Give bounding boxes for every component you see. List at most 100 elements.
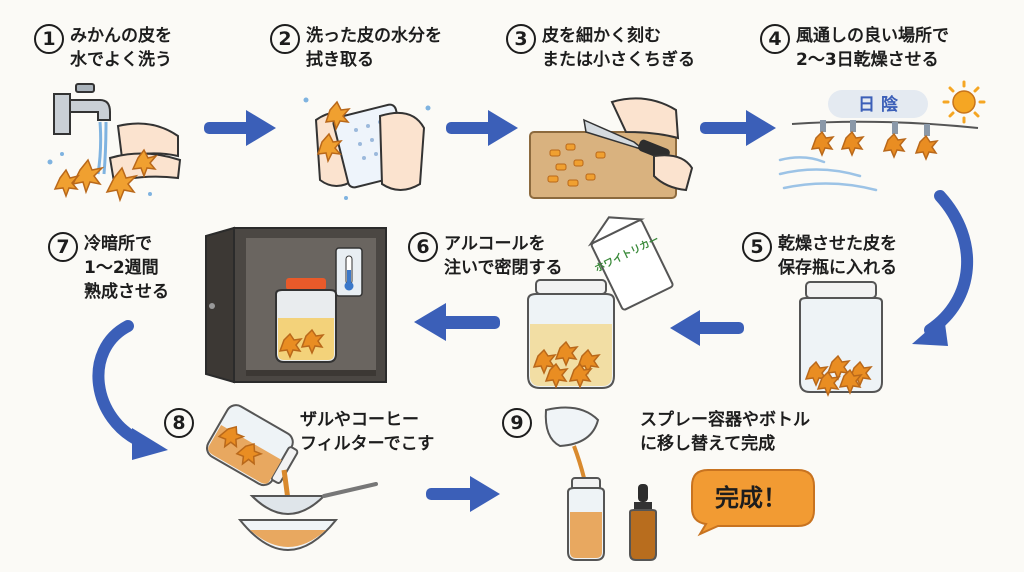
dried-peels [804, 354, 873, 397]
step-3-label: 3 皮を細かく刻む または小さくちぎる [506, 24, 695, 72]
illustration-strain [206, 404, 378, 551]
step-1-line1: みかんの皮を [70, 26, 172, 46]
step-4-line1: 風通しの良い場所で [796, 26, 949, 46]
shade-cloud [828, 90, 928, 118]
step-4-line2: 2〜3日乾燥させる [796, 50, 939, 70]
dropper-bulb [638, 484, 648, 502]
bowl-liquid [250, 530, 326, 547]
peels-washing [53, 148, 159, 203]
funnel-cup [544, 406, 600, 448]
arrow-right-1 [204, 110, 276, 146]
arrow-curve-4-5-head [912, 316, 948, 346]
hand-right [378, 112, 426, 191]
step-5-number: 5 [742, 232, 772, 262]
step-2-line1: 洗った皮の水分を [306, 26, 442, 46]
pouring-jar [206, 404, 299, 487]
faucet-spout [69, 99, 111, 121]
thermometer-icon [335, 247, 363, 297]
dropper-bottle [629, 509, 657, 561]
step-3-number: 3 [506, 24, 536, 54]
illustration-towel [303, 97, 431, 200]
arrow-right-4 [426, 476, 500, 512]
step-5-line2: 保存瓶に入れる [778, 258, 897, 278]
illustration-cutting [529, 97, 694, 199]
step-7-label: 7 冷暗所で 1〜2週間 熟成させる [48, 232, 169, 304]
illustration-jar-peels [799, 281, 883, 397]
water-droplets [47, 152, 152, 196]
strainer [249, 495, 327, 515]
hand-holding-peel [610, 97, 680, 140]
step-4-label: 4 風通しの良い場所で 2〜3日乾燥させる [760, 24, 949, 72]
step-9-label: 9 [502, 408, 532, 438]
step-7-number: 7 [48, 232, 78, 262]
cabinet-shelf [246, 370, 376, 376]
sun-icon [942, 80, 986, 124]
step-4-number: 4 [760, 24, 790, 54]
illustration-bottles [544, 406, 657, 561]
faucet-pipe [53, 93, 71, 135]
arrow-right-3 [700, 110, 776, 146]
step-3-line2: または小さくちぎる [542, 50, 695, 70]
step-8-number: 8 [164, 408, 194, 438]
hand-holding-knife [653, 154, 694, 192]
step-8-line2: フィルターでこす [300, 434, 435, 454]
step-8-line1: ザルやコーヒー [300, 410, 419, 430]
step-1-line2: 水でよく洗う [70, 50, 172, 70]
aging-peels [278, 328, 325, 359]
step-9-text: スプレー容器やボトル に移し替えて完成 [640, 408, 810, 456]
step-2-label: 2 洗った皮の水分を 拭き取る [270, 24, 442, 72]
done-speech-bubble [691, 469, 815, 537]
step-6-number: 6 [408, 232, 438, 262]
pour-stream [572, 445, 586, 479]
arrow-right-2 [446, 110, 518, 146]
step-5-line1: 乾燥させた皮を [778, 234, 897, 254]
drying-line [791, 120, 979, 129]
wind-lines [778, 156, 878, 192]
cabinet-door [205, 226, 235, 384]
illustration-drying: 日 陰 [778, 80, 986, 192]
step-2-line2: 拭き取る [306, 50, 374, 70]
step-6-label: 6 アルコールを 注いで密閉する [408, 232, 563, 280]
arrow-curve-4-5 [924, 190, 974, 336]
arrow-left-1 [670, 310, 744, 346]
peels-wiping [316, 100, 351, 164]
step-1-label: 1 みかんの皮を 水でよく洗う [34, 24, 172, 72]
faucet-handle [75, 83, 95, 93]
step-9-number: 9 [502, 408, 532, 438]
arrow-curve-7-8-head [132, 428, 168, 460]
water-stream [96, 121, 108, 175]
shade-label: 日 陰 [858, 94, 899, 115]
illustration-wash [47, 83, 182, 203]
arrow-left-2 [414, 303, 500, 341]
step-5-label: 5 乾燥させた皮を 保存瓶に入れる [742, 232, 897, 280]
step-7-line3: 熟成させる [84, 282, 169, 302]
illustration-pour-alcohol: ホワイトリカー [527, 216, 674, 389]
done-label: 完成！ [715, 484, 787, 512]
step-7-line1: 冷暗所で [84, 234, 152, 254]
soaking-peels [532, 340, 601, 389]
liquor-carton: ホワイトリカー [587, 216, 674, 311]
step-2-number: 2 [270, 24, 300, 54]
step-7-line2: 1〜2週間 [84, 258, 159, 278]
jar-lid [286, 278, 326, 290]
arrow-curve-7-8 [92, 320, 148, 448]
step-8-text: ザルやコーヒー フィルターでこす [300, 408, 434, 456]
cabinet-knob [209, 303, 215, 309]
step-9-line2: に移し替えて完成 [640, 434, 776, 454]
step-9-line1: スプレー容器やボトル [640, 410, 810, 430]
strainer-handle [322, 482, 378, 498]
chopped-peels [547, 143, 606, 187]
jar-lid [805, 281, 877, 299]
jar-lid [535, 279, 607, 295]
step-1-number: 1 [34, 24, 64, 54]
step-6-line1: アルコールを [444, 234, 546, 254]
bottle-liquid [570, 512, 602, 558]
step-8-label: 8 [164, 408, 194, 438]
step-3-line1: 皮を細かく刻む [542, 26, 661, 46]
step-6-line2: 注いで密閉する [444, 258, 563, 278]
dropper-cap [634, 502, 652, 510]
water-drops [303, 97, 431, 200]
illustration-cabinet [205, 226, 387, 384]
hanging-peels [810, 120, 939, 161]
